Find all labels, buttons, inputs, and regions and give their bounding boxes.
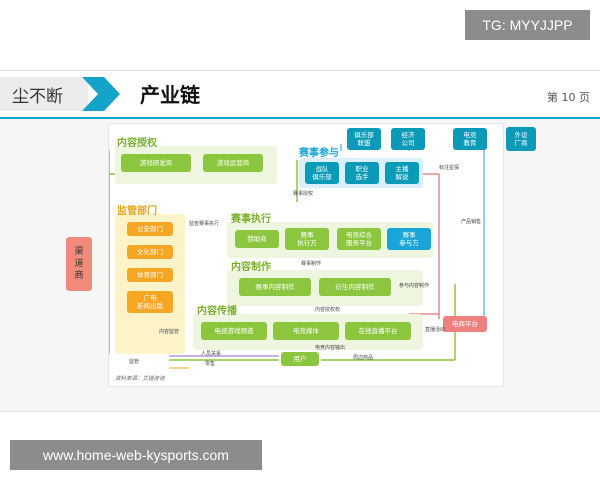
edge-population: 人员关系	[201, 351, 222, 357]
edge-product-sales: 产品销售	[461, 219, 482, 225]
node-event-executor: 赛事 执行方	[285, 228, 329, 250]
slide-header: 尘不断 产业链 第 10 页	[0, 71, 600, 119]
node-sponsor: 赞助商	[235, 230, 279, 248]
node-economy-company: 经济 公司	[391, 128, 425, 150]
chevron-arrow-icon	[82, 77, 120, 111]
watermark-tag: TG: MYYJJPP	[465, 10, 590, 40]
zone-content-production-label: 内容制作	[231, 262, 271, 273]
zone-regulators	[115, 214, 185, 354]
node-team-club: 战队 俱乐部	[305, 162, 339, 184]
zone-regulators-label: 监管部门	[117, 206, 157, 217]
edge-label-brand: 标注星探	[439, 165, 460, 171]
edge-content-license: 内容授权权	[315, 307, 341, 313]
node-user: 用户	[281, 352, 319, 366]
node-game-dev: 游戏研发商	[121, 154, 191, 172]
page-title: 产业链	[140, 83, 200, 107]
edge-regulation: 监管	[129, 359, 140, 365]
node-ecommerce: 电商平台	[443, 316, 487, 332]
node-tv-channel: 电视游戏频道	[201, 322, 267, 340]
node-peripherals: 外设 厂商	[506, 127, 536, 151]
node-game-ops: 游戏运营商	[203, 154, 263, 172]
node-sports: 体育部门	[127, 268, 173, 282]
node-esports-service: 电竞综合 服务平台	[337, 228, 381, 250]
tag-text: TG: MYYJJPP	[482, 17, 573, 33]
page-number: 第 10 页	[547, 91, 590, 104]
node-club-league: 俱乐部 联盟	[347, 128, 381, 150]
edge-event-production: 赛事制作	[301, 261, 322, 267]
node-esports-edu: 电竞 教育	[453, 128, 487, 150]
edge-esports-output: 电竞内容输出	[315, 345, 346, 351]
node-live-platform: 在线直播平台	[345, 322, 411, 340]
edge-star-brand: 周边商品	[353, 355, 374, 361]
node-channel: 渠 道 商	[66, 237, 92, 291]
node-event-content: 赛事内容制作	[239, 278, 311, 296]
node-esports-media: 电竞媒体	[273, 322, 339, 340]
edge-live-activity: 直播活动	[425, 327, 446, 333]
zone-event-execution-label: 赛事执行	[231, 214, 271, 225]
source-note: 资料来源：艾瑞咨询	[115, 376, 165, 382]
node-public-security: 公安部门	[127, 222, 173, 236]
node-derivative-content: 衍生内容制作	[319, 278, 391, 296]
slide: 尘不断 产业链 第 10 页	[0, 70, 600, 412]
zone-content-distribution-label: 内容传播	[197, 306, 237, 317]
edge-regulate-event: 监管赛事执行	[189, 221, 220, 227]
edge-player-sponsor: 参与内容制作	[399, 283, 430, 289]
section-label: 尘不断	[0, 77, 88, 111]
industry-chain-diagram: 内容授权 游戏研发商 游戏运营商 监管部门 公安部门 文化部门 体育部门 广电 …	[108, 123, 504, 387]
zone-content-license-label: 内容授权	[117, 138, 157, 149]
edge-retail: 零售	[205, 361, 216, 367]
footer-url: www.home-web-kysports.com	[10, 440, 262, 470]
node-pro-player: 职业 选手	[345, 162, 379, 184]
edge-event-license: 赛事授权	[293, 191, 314, 197]
zone-event-participation-label: 赛事参与	[299, 148, 339, 159]
footer-text: www.home-web-kysports.com	[43, 447, 229, 463]
node-host-commentator: 主播 解说	[385, 162, 419, 184]
node-culture: 文化部门	[127, 245, 173, 259]
node-broadcast: 广电 新闻出版	[127, 291, 173, 313]
node-event-participant: 赛事 参与方	[387, 228, 431, 250]
edge-content-regulate: 内容监管	[159, 329, 180, 335]
